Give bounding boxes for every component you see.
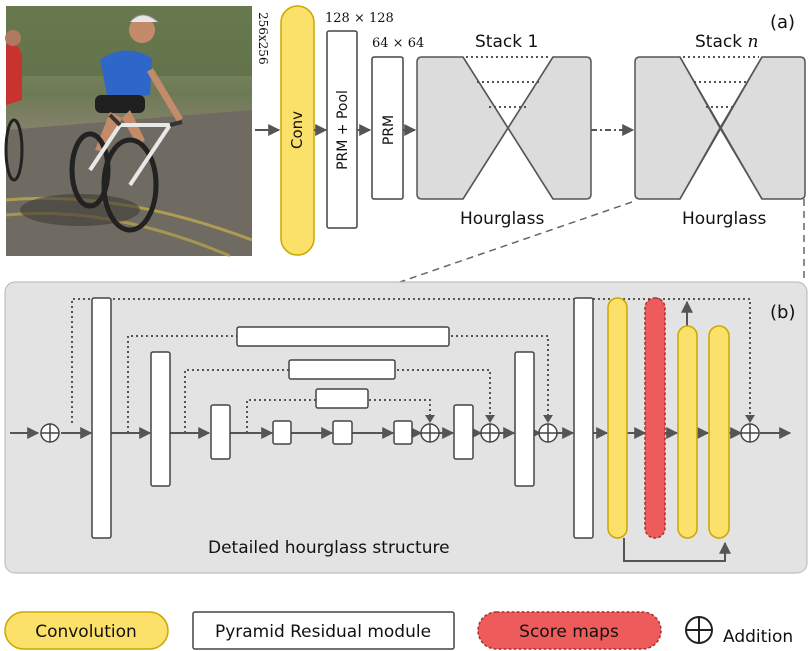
photo-cyclists bbox=[4, 6, 253, 258]
prm-skip-2 bbox=[288, 359, 396, 380]
legend: Convolution Pyramid Residual module Scor… bbox=[4, 611, 793, 650]
prm-block-8 bbox=[514, 351, 535, 487]
prm-block-6 bbox=[393, 420, 413, 445]
hourglass-label-n: Hourglass bbox=[682, 209, 766, 229]
legend-addition-label: Addition bbox=[723, 627, 793, 647]
prm-size: 64 × 64 bbox=[372, 36, 424, 51]
stackn-title: Stack n bbox=[695, 32, 758, 52]
skip-arrowheads bbox=[425, 415, 755, 423]
legend-addition-icon bbox=[685, 616, 713, 644]
legend-prm-swatch bbox=[192, 611, 455, 650]
conv-pills bbox=[607, 297, 730, 539]
prm-block-3 bbox=[210, 404, 231, 460]
zoom-line-left bbox=[399, 201, 633, 283]
score-map-pill bbox=[644, 297, 666, 539]
panel-b-tag: (b) bbox=[770, 302, 795, 323]
plus-signs bbox=[41, 424, 759, 442]
legend-prm-label: Pyramid Residual module bbox=[215, 622, 431, 642]
panel-b: (b) bbox=[4, 281, 808, 574]
prm-label: PRM bbox=[381, 115, 397, 145]
prm-block-5 bbox=[332, 420, 353, 445]
prm-block-7 bbox=[453, 404, 474, 460]
conv-pill-1 bbox=[607, 297, 628, 539]
legend-convolution-swatch bbox=[4, 611, 169, 650]
legend-score-swatch bbox=[477, 611, 662, 650]
prm-block-2 bbox=[150, 351, 171, 487]
conv-label: Conv bbox=[288, 111, 306, 149]
hourglass-stack1 bbox=[416, 56, 592, 200]
prm-block-4 bbox=[272, 420, 292, 445]
panel-b-caption: Detailed hourglass structure bbox=[208, 538, 450, 558]
prm-skip-3 bbox=[315, 388, 369, 409]
panel-a-tag: (a) bbox=[770, 12, 795, 33]
stackn-title-prefix: Stack bbox=[695, 32, 747, 52]
prm-pool-label: PRM + Pool bbox=[335, 90, 351, 170]
prm-block-9 bbox=[573, 297, 594, 539]
prm-block bbox=[371, 56, 404, 200]
stack1-title: Stack 1 bbox=[475, 32, 538, 52]
prm-blocks bbox=[91, 297, 594, 539]
panel-a: 256x256 Conv 128 × 128 PRM + Pool 64 × 6… bbox=[4, 5, 806, 258]
hourglass-stackn bbox=[634, 56, 806, 200]
legend-score-label: Score maps bbox=[519, 622, 619, 642]
prm-pool-size: 128 × 128 bbox=[325, 11, 394, 26]
conv-pill-3 bbox=[708, 325, 730, 539]
conv-pill-2 bbox=[677, 325, 698, 539]
input-size-label: 256x256 bbox=[256, 12, 270, 65]
main-flow bbox=[10, 300, 792, 562]
prm-block-1 bbox=[91, 297, 112, 539]
hourglass-label-1: Hourglass bbox=[460, 209, 544, 229]
stackn-title-var: n bbox=[747, 32, 758, 52]
prm-skip-1 bbox=[236, 326, 450, 347]
legend-convolution-label: Convolution bbox=[35, 622, 137, 642]
